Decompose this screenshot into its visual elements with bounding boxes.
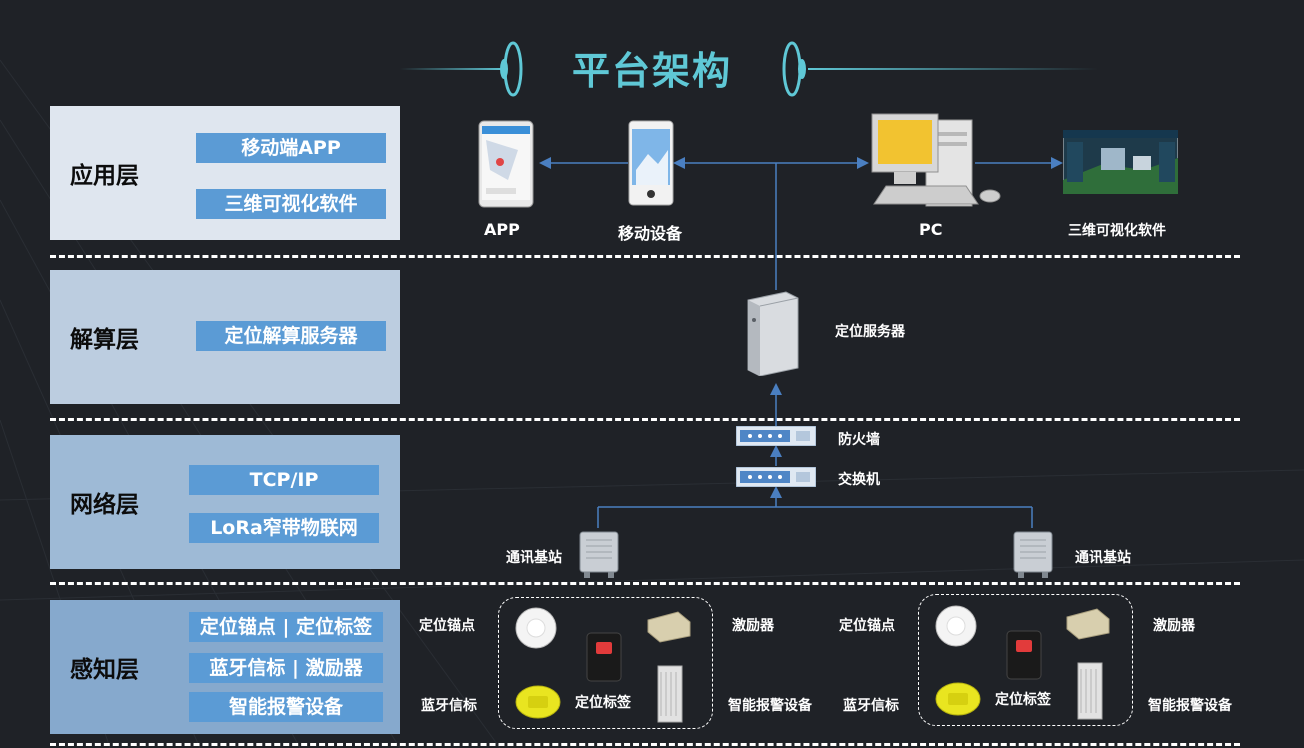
server-icon (747, 291, 799, 376)
sensor-label-alarm: 智能报警设备 (728, 698, 812, 714)
sensor-label-beacon: 蓝牙信标 (843, 698, 899, 714)
app-phone-icon (478, 120, 534, 208)
base-station-icon (579, 531, 619, 578)
sensor-group-box (918, 594, 1133, 726)
bluetooth-beacon-icon (515, 685, 561, 719)
mobile-device-icon (628, 120, 674, 206)
exciter-icon (647, 611, 691, 643)
sensor-label-exciter: 激励器 (1153, 618, 1195, 634)
device-label-base-right: 通讯基站 (1075, 550, 1131, 566)
layer-perception: 感知层 定位锚点 | 定位标签 蓝牙信标 | 激励器 智能报警设备 (50, 600, 400, 734)
tag-mobile-app: 移动端APP (196, 133, 386, 163)
divider (50, 255, 1240, 258)
sensor-label-alarm: 智能报警设备 (1148, 698, 1232, 714)
tag-3d-viz: 三维可视化软件 (196, 189, 386, 219)
device-label-firewall: 防火墙 (838, 432, 880, 448)
tag-beacon-exciter: 蓝牙信标 | 激励器 (189, 653, 383, 683)
title-decoration (400, 41, 1098, 97)
divider (50, 582, 1240, 585)
sensor-group-box (498, 597, 713, 729)
pc-icon (871, 113, 1001, 207)
tag-tcpip: TCP/IP (189, 465, 379, 495)
anchor-icon (935, 605, 977, 647)
device-label-switch: 交换机 (838, 472, 880, 488)
firewall-icon (736, 426, 816, 446)
anchor-icon (515, 607, 557, 649)
bluetooth-beacon-icon (935, 682, 981, 716)
tag-alarm: 智能报警设备 (189, 692, 383, 722)
device-label-app: APP (484, 220, 520, 239)
switch-icon (736, 467, 816, 487)
layer-name: 应用层 (70, 163, 139, 189)
sensor-label-tag: 定位标签 (995, 692, 1051, 708)
device-label-mobile: 移动设备 (618, 224, 683, 243)
device-label-pc: PC (919, 220, 943, 239)
alarm-device-icon (657, 665, 683, 723)
layer-name: 感知层 (70, 657, 139, 683)
layer-application: 应用层 移动端APP 三维可视化软件 (50, 106, 400, 240)
page-title: 平台架构 (571, 49, 732, 93)
sensor-label-tag: 定位标签 (575, 695, 631, 711)
device-label-server: 定位服务器 (835, 324, 905, 340)
device-label-base-left: 通讯基站 (506, 550, 562, 566)
layer-network: 网络层 TCP/IP LoRa窄带物联网 (50, 435, 400, 569)
tag-lora: LoRa窄带物联网 (189, 513, 379, 543)
base-station-icon (1013, 531, 1053, 578)
positioning-tag-icon (1006, 630, 1042, 680)
layer-name: 解算层 (70, 327, 139, 353)
tag-anchor-label: 定位锚点 | 定位标签 (189, 612, 383, 642)
sensor-label-beacon: 蓝牙信标 (421, 698, 477, 714)
3d-viz-thumbnail-icon (1063, 130, 1178, 194)
tag-server: 定位解算服务器 (196, 321, 386, 351)
layer-name: 网络层 (70, 492, 139, 518)
divider (50, 418, 1240, 421)
sensor-label-anchor: 定位锚点 (839, 618, 895, 634)
positioning-tag-icon (586, 632, 622, 682)
divider (50, 743, 1240, 746)
sensor-label-anchor: 定位锚点 (419, 618, 475, 634)
device-label-3d-viz: 三维可视化软件 (1068, 223, 1166, 239)
layer-compute: 解算层 定位解算服务器 (50, 270, 400, 404)
sensor-label-exciter: 激励器 (732, 618, 774, 634)
alarm-device-icon (1077, 662, 1103, 720)
exciter-icon (1066, 608, 1110, 640)
